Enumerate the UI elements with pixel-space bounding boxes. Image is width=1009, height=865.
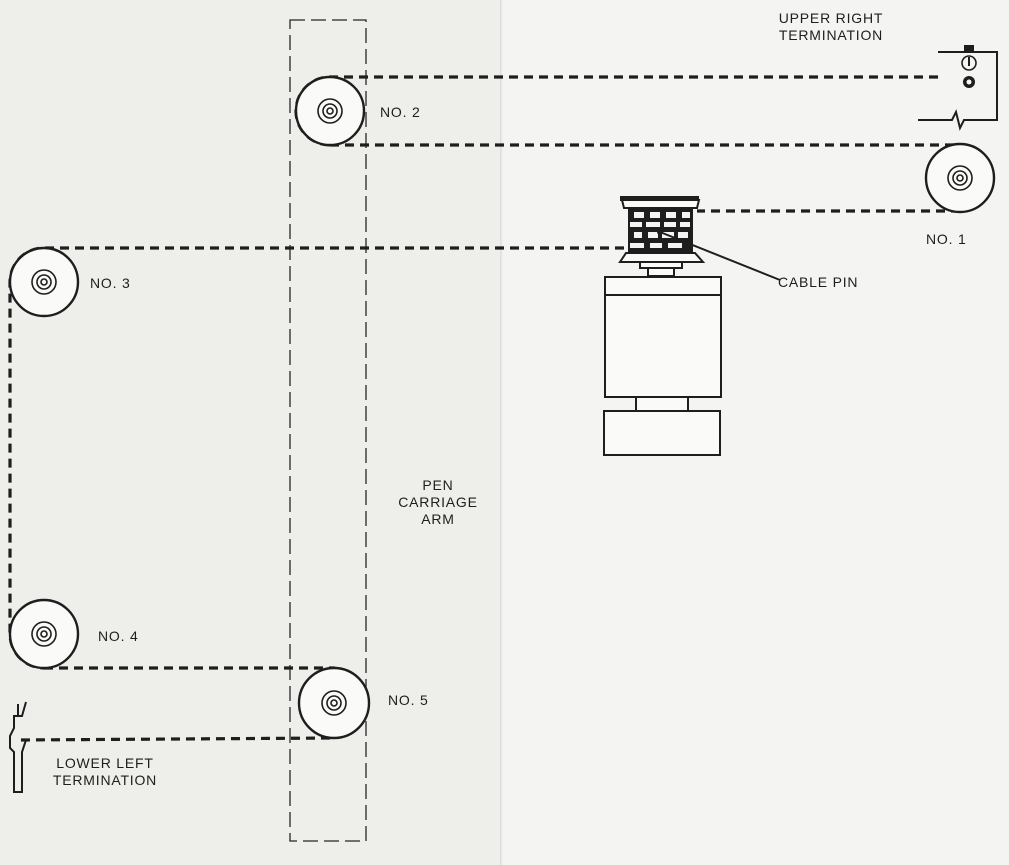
pen-carriage-arm-label: PEN CARRIAGE ARM xyxy=(388,477,488,528)
upper-right-termination-line-1: UPPER RIGHT xyxy=(778,10,884,26)
pen-carriage-arm-line-2: CARRIAGE xyxy=(398,494,478,510)
pen-carriage-arm-outline xyxy=(289,19,367,842)
cable-path xyxy=(8,75,995,742)
drive-drum-assembly xyxy=(603,196,722,456)
pulley-no1-label: NO. 1 xyxy=(926,231,967,247)
pulley-no5-label: NO. 5 xyxy=(388,692,429,708)
pulley-no4 xyxy=(8,598,80,670)
cable-segment-drum-to-no3 xyxy=(8,246,624,670)
lower-left-termination-line-2: TERMINATION xyxy=(52,772,158,788)
cable-pin-label: CABLE PIN xyxy=(778,274,859,290)
upper-right-termination-line-2: TERMINATION xyxy=(778,27,884,43)
pulley-no1 xyxy=(924,142,996,214)
pulley-no3-label: NO. 3 xyxy=(90,275,131,291)
lower-left-termination-clip xyxy=(9,701,27,793)
pulley-no4-label: NO. 4 xyxy=(98,628,139,644)
pulley-no2 xyxy=(294,75,366,147)
left-page xyxy=(0,0,502,865)
pulley-no5 xyxy=(297,666,371,740)
upper-right-termination-bracket xyxy=(918,45,998,131)
cable-pin-leader-line xyxy=(659,231,781,281)
lower-left-termination-line-1: LOWER LEFT xyxy=(56,755,154,771)
pulley-no3 xyxy=(8,246,80,318)
upper-right-termination-label: UPPER RIGHT TERMINATION xyxy=(756,10,906,44)
pen-carriage-arm-line-1: PEN xyxy=(422,477,454,493)
cable-pin-marker xyxy=(657,229,663,235)
page-gutter xyxy=(500,0,503,865)
pulley-no2-label: NO. 2 xyxy=(380,104,421,120)
lower-left-termination-label: LOWER LEFT TERMINATION xyxy=(30,755,180,789)
pen-carriage-arm-line-3: ARM xyxy=(421,511,455,527)
